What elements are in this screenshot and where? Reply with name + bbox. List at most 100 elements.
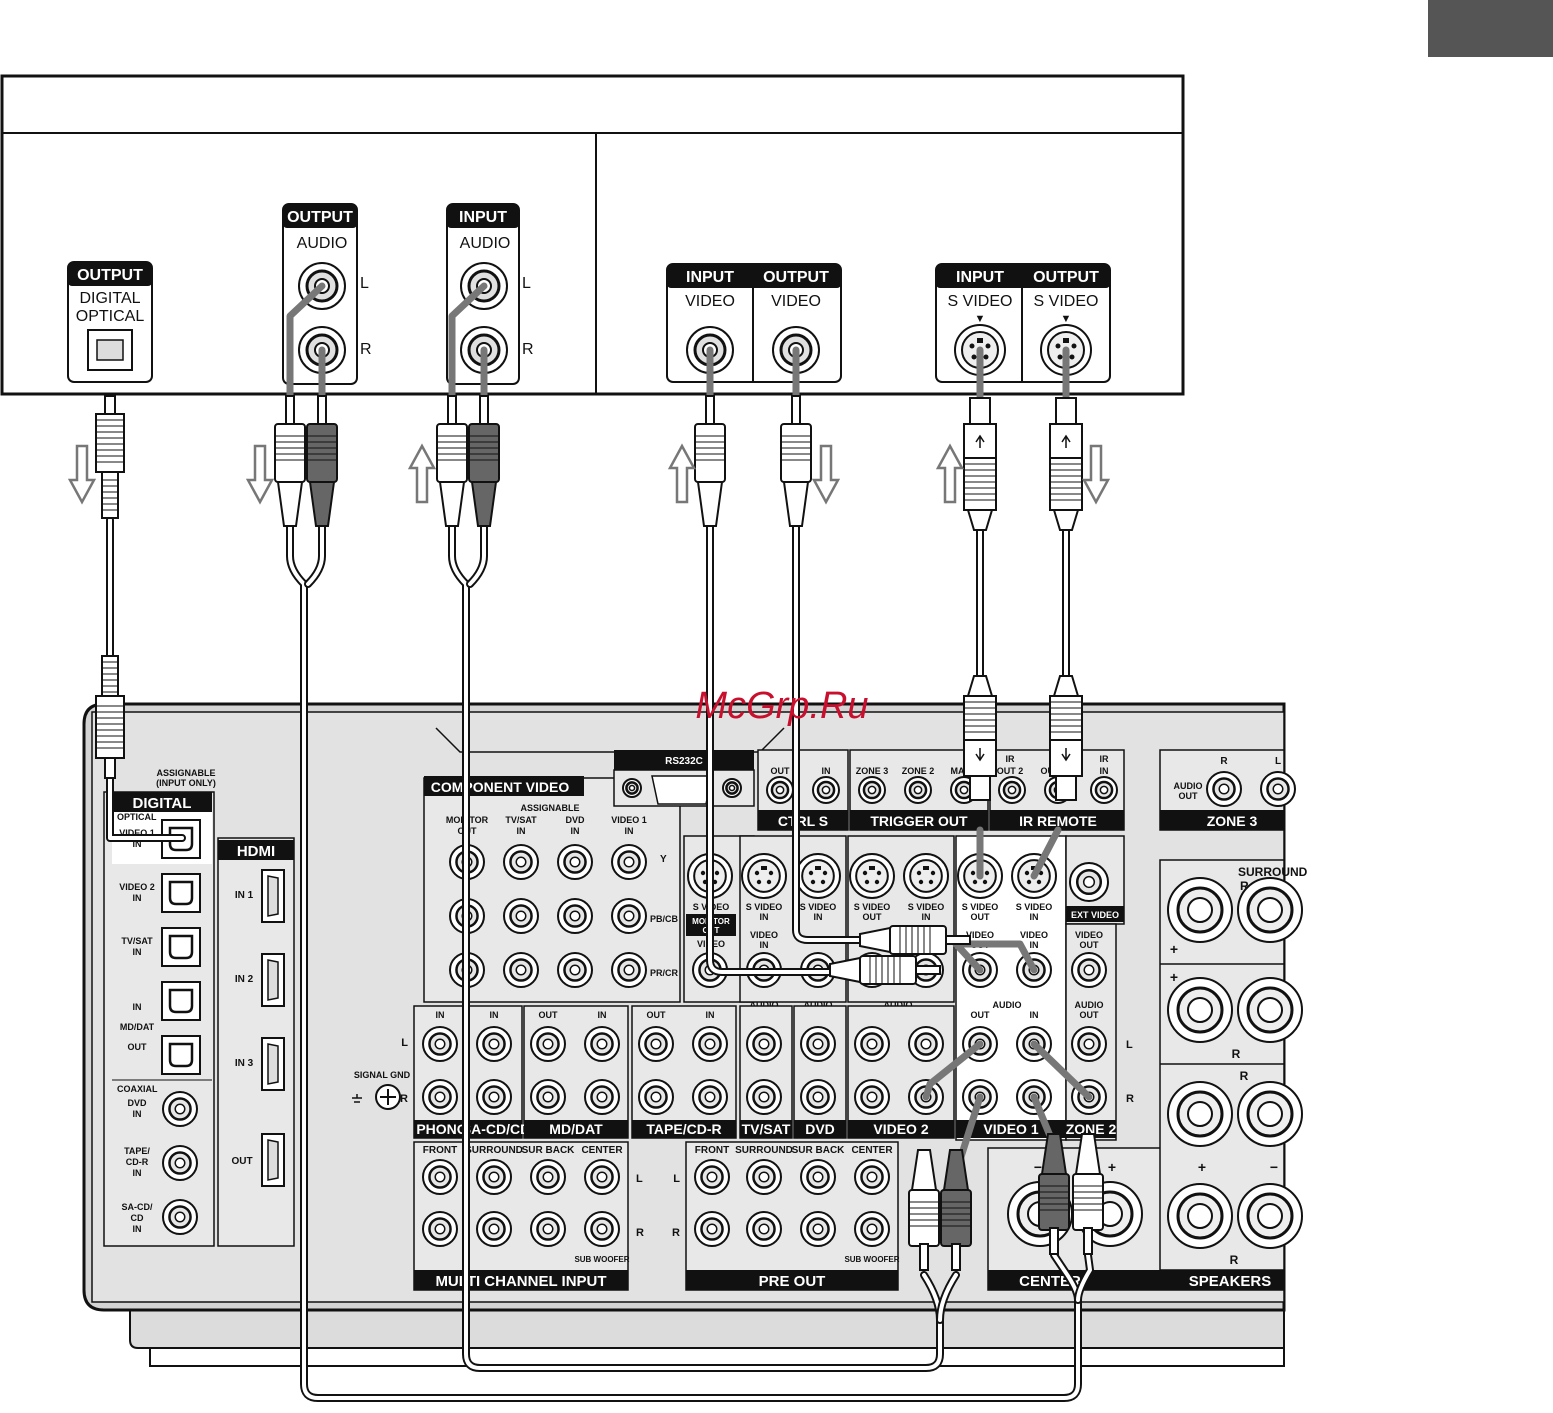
ir-out2-1: IR [1006, 754, 1016, 764]
svideo-out-arrow: ▼ [1061, 313, 1072, 325]
component-jack [611, 898, 647, 934]
zone3-l-jack [1260, 771, 1296, 807]
plug-optical-receiver [95, 655, 125, 779]
multi-jack [422, 1159, 458, 1195]
arrow-optical [67, 444, 97, 505]
multi-col-6: SUR BACK [792, 1145, 846, 1156]
video-out-label: VIDEO [771, 293, 821, 310]
hdmi-title: HDMI [237, 843, 275, 860]
multi-jack [694, 1159, 730, 1195]
audio-in-cable-r [466, 522, 488, 588]
digital-mddat-in: IN [133, 1002, 142, 1012]
digital-sacd-1: SA-CD/ [122, 1202, 153, 1212]
rx-jumper-2 [1030, 1040, 1093, 1101]
audio-l-jack [422, 1026, 458, 1062]
digital-title: DIGITAL [133, 795, 192, 812]
audio-out-cable-r2 [1074, 1251, 1094, 1304]
audio-in-label: AUDIO [460, 235, 511, 252]
front-l-plus-terminal [1167, 1183, 1233, 1249]
audio-r-jack [800, 1079, 836, 1115]
ir-in-jack [1090, 776, 1118, 804]
optical-tvsat-jack [161, 927, 201, 967]
trigger-zone3-jack [858, 776, 886, 804]
zone3-r: R [1220, 756, 1228, 767]
arrow-audio-out [245, 444, 275, 505]
spk-r-4: R [1230, 1253, 1239, 1267]
optical-label-1: DIGITAL [79, 290, 140, 307]
audio-l-jack [692, 1026, 728, 1062]
digital-video1-1: VIDEO 1 [119, 828, 155, 838]
audio-r-jack [476, 1079, 512, 1115]
multi-jack [476, 1211, 512, 1247]
audio-l-jack [476, 1026, 512, 1062]
dvd-title: DVD [805, 1121, 835, 1137]
digital-optical-label: OPTICAL [117, 812, 157, 822]
audio-out-r: R [360, 341, 372, 358]
v1-audio-out: OUT [971, 1010, 991, 1020]
spk-plus-3: + [1198, 1159, 1206, 1175]
spk-plus-2: + [1170, 969, 1178, 985]
audio-r-jack [746, 1079, 782, 1115]
arrow-audio-in [407, 443, 437, 504]
front-r-minus-terminal [1237, 1081, 1303, 1147]
v1-svideo-in-b: IN [1030, 912, 1039, 922]
audio-row-r: R [400, 1093, 408, 1105]
preout-l: L [673, 1173, 680, 1185]
cable-plugs [95, 395, 1104, 1271]
zone3-r-jack [1206, 771, 1242, 807]
svideo-jack [849, 853, 895, 899]
rs232c-screw [622, 778, 642, 798]
preout-title: PRE OUT [759, 1273, 826, 1290]
hdmi-in1-port [261, 869, 285, 923]
ctrls-in-jack [812, 776, 840, 804]
spk-surround-r: R [1240, 879, 1249, 893]
multi-jack [800, 1211, 836, 1247]
audio-r-jack [638, 1079, 674, 1115]
svideo-out-header: OUTPUT [1033, 269, 1099, 286]
plug-rx-video-in [859, 925, 971, 955]
zone2-video-out-b: OUT [1080, 940, 1100, 950]
ir-in-1: IR [1100, 754, 1110, 764]
component-col-2-b: IN [571, 826, 580, 836]
plug-video-in [694, 395, 726, 527]
component-assignable: ASSIGNABLE [520, 803, 579, 813]
multi-jack [800, 1159, 836, 1195]
multi-jack [476, 1159, 512, 1195]
speakers-title: SPEAKERS [1189, 1273, 1272, 1290]
spk-center-plus: + [1108, 1159, 1116, 1175]
audio-in-cable-r2 [936, 1271, 960, 1324]
v1-svideo-out-a: S VIDEO [962, 902, 999, 912]
digital-mddat: MD/DAT [120, 1022, 155, 1032]
tape-title: TAPE/CD-R [646, 1121, 721, 1137]
audio-l-jack [800, 1026, 836, 1062]
ir-title: IR REMOTE [1019, 813, 1097, 829]
arrow-svideo-in [935, 443, 965, 504]
ir-out2-2: OUT 2 [997, 766, 1024, 776]
audio-l-jack [908, 1026, 944, 1062]
component-jack [503, 952, 539, 988]
svideo-in-label-0b: IN [760, 912, 769, 922]
trigger-main: MAIN [951, 766, 974, 776]
audio-in-header: INPUT [459, 209, 507, 226]
component-jack [557, 952, 593, 988]
audio-row-l: L [401, 1037, 408, 1049]
multi-l: L [636, 1173, 643, 1185]
digital-tvsat-2: IN [133, 947, 142, 957]
svideo-in-label: S VIDEO [948, 293, 1013, 310]
audio-r-jack [692, 1079, 728, 1115]
plug-svideo-in [963, 397, 997, 531]
audio-r-jack [584, 1079, 620, 1115]
digital-tape-1: TAPE/ [124, 1146, 150, 1156]
signal-gnd-label: SIGNAL GND [354, 1070, 411, 1080]
rx-jumper-5 [952, 940, 1038, 974]
plug-rx-audio-out-r [940, 1149, 972, 1271]
v1-video-in-a: VIDEO [1020, 930, 1048, 940]
hdmi-in2-port [261, 953, 285, 1007]
connection-cables [106, 282, 1094, 1402]
zone2-l: L [1126, 1039, 1133, 1051]
surround-r-plus-terminal [1167, 877, 1233, 943]
multi-col-3: CENTER [581, 1145, 623, 1156]
trigger-title: TRIGGER OUT [870, 813, 968, 829]
